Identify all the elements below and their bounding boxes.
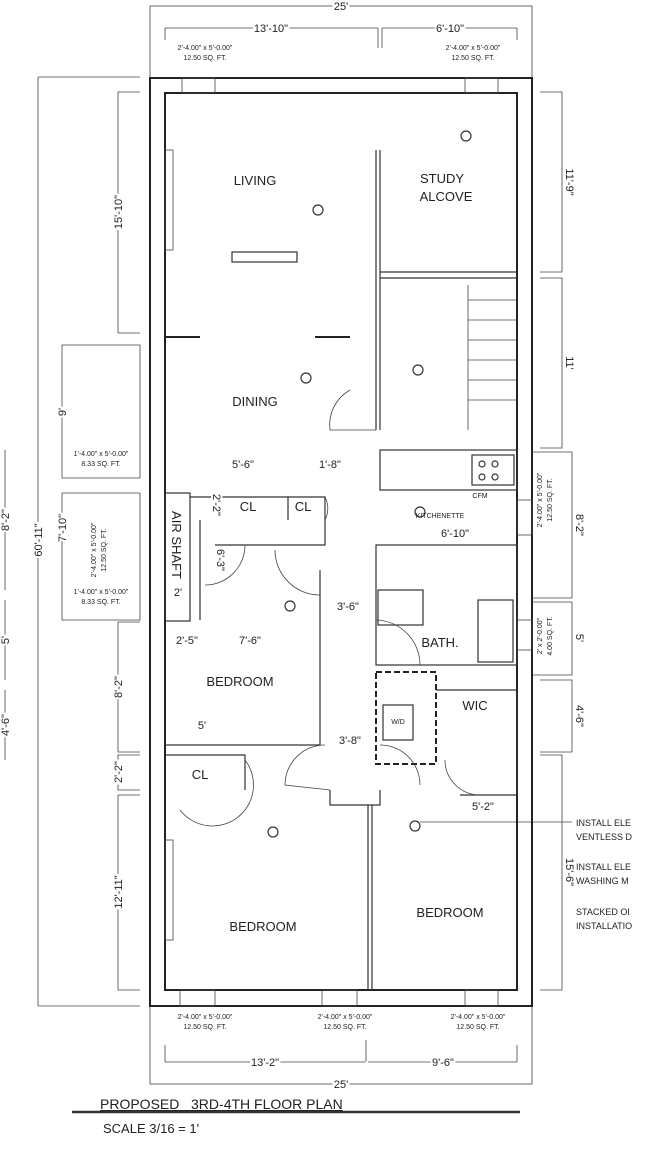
- dim-hall: 3'-6": [337, 601, 359, 613]
- label: 8.33 SQ. FT.: [81, 599, 120, 606]
- label: 12.50 SQ. FT.: [101, 528, 108, 571]
- dim-bedroom: 7'-6": [239, 635, 261, 647]
- dim-shaft-depth: 6'-3": [214, 549, 226, 571]
- room-labels: LIVING STUDY ALCOVE DINING KITCHENETTE C…: [169, 171, 488, 934]
- note-line: WASHING M: [576, 876, 629, 886]
- dim-bottom-total: 25': [334, 1079, 348, 1091]
- note-line: STACKED OI: [576, 907, 630, 917]
- light-icon: [460, 130, 472, 142]
- room-living: LIVING: [234, 173, 277, 188]
- room-bedroom: BEDROOM: [416, 905, 483, 920]
- dim-bedroom: 5': [198, 720, 206, 732]
- note-line: INSTALL ELE: [576, 818, 631, 828]
- light-icon: [267, 826, 279, 838]
- dim-right: 5': [573, 634, 585, 642]
- dim-bottom-right: 9'-6": [432, 1057, 454, 1069]
- dim-closet-depth: 2'-2": [210, 494, 222, 516]
- dim-right: 4'-6": [573, 705, 585, 727]
- light-fixtures: [231, 130, 472, 838]
- label: 2'-4.00" x 5'-0.00": [178, 1014, 233, 1021]
- installation-notes: INSTALL ELE VENTLESS D INSTALL ELE WASHI…: [576, 818, 633, 931]
- label: 2'-4.00" x 5'-0.00": [318, 1014, 373, 1021]
- note-line: VENTLESS D: [576, 832, 633, 842]
- windows: [164, 77, 533, 1007]
- cfm-label: CFM: [472, 493, 487, 500]
- dim-shaft-width: 2': [174, 587, 182, 599]
- dim-left: 2'-2": [113, 761, 125, 783]
- dim-top-right: 6'-10": [436, 23, 464, 35]
- dimension-labels: 25' 13'-10" 6'-10" 13'-2" 9'-6" 25' 60'-…: [0, 0, 587, 1093]
- label: 2'-4.00" x 5'-0.00": [178, 45, 233, 52]
- label: 12.50 SQ. FT.: [456, 1024, 499, 1031]
- dim-right: 15'-6": [563, 858, 575, 886]
- light-icon: [284, 600, 296, 612]
- light-icon: [312, 204, 324, 216]
- dim-top-total: 25': [334, 1, 348, 13]
- dim-kitchen: 6'-10": [441, 528, 469, 540]
- label: 12.50 SQ. FT.: [183, 1024, 226, 1031]
- label: 12.50 SQ. FT.: [183, 55, 226, 62]
- dim-left: 9': [57, 408, 69, 416]
- plan-scale: SCALE 3/16 = 1': [103, 1121, 199, 1136]
- room-bath: BATH.: [421, 635, 458, 650]
- dim-left: 8'-2": [113, 676, 125, 698]
- light-icon: [412, 364, 424, 376]
- room-closet: CL: [192, 767, 209, 782]
- dim-hall: 3'-8": [339, 735, 361, 747]
- room-washer-dryer: W/D: [391, 719, 405, 726]
- dim-closet: 5'-6": [232, 459, 254, 471]
- light-icon: [300, 372, 312, 384]
- dimension-frame: [4, 5, 573, 1085]
- label: 8.33 SQ. FT.: [81, 461, 120, 468]
- dim-far-left: 8'-2": [0, 509, 12, 531]
- label: 4.00 SQ. FT.: [547, 616, 554, 655]
- window-labels: 2'-4.00" x 5'-0.00" 12.50 SQ. FT. 2'-4.0…: [74, 45, 554, 1031]
- walls: [149, 77, 533, 1007]
- label: 1'-4.00" x 5'-0.00": [74, 589, 129, 596]
- label: 2'-4.00" x 5'-0.00": [451, 1014, 506, 1021]
- light-icon: [409, 820, 421, 832]
- room-closet: CL: [240, 499, 257, 514]
- label: 12.50 SQ. FT.: [323, 1024, 366, 1031]
- room-study-1: STUDY: [420, 171, 464, 186]
- room-wic: WIC: [462, 698, 487, 713]
- room-air-shaft: AIR SHAFT: [169, 511, 184, 579]
- note-line: INSTALL ELE: [576, 862, 631, 872]
- label: 2'-4.00" x 5'-0.00": [91, 522, 98, 577]
- light-icon: [414, 506, 426, 518]
- dim-right: 8'-2": [573, 514, 585, 536]
- dim-overall-height: 60'-11": [33, 523, 45, 556]
- dim-left: 15'-10": [113, 195, 125, 229]
- dim-right: 11': [563, 356, 575, 370]
- room-bedroom: BEDROOM: [229, 919, 296, 934]
- room-closet: CL: [295, 499, 312, 514]
- label: 1'-4.00" x 5'-0.00": [74, 451, 129, 458]
- label: 12.50 SQ. FT.: [547, 478, 554, 521]
- dim-top-left: 13'-10": [254, 23, 288, 35]
- dim-far-left: 4'-6": [0, 714, 12, 736]
- room-bedroom: BEDROOM: [206, 674, 273, 689]
- stairs: [467, 285, 517, 430]
- label: 12.50 SQ. FT.: [451, 55, 494, 62]
- dim-wic: 5'-2": [472, 801, 494, 813]
- room-dining: DINING: [232, 394, 278, 409]
- dim-left: 12'-11": [113, 875, 125, 908]
- dim-left: 7'-10": [57, 514, 69, 542]
- plan-title: PROPOSED 3RD-4TH FLOOR PLAN: [100, 1096, 343, 1112]
- label: 2' x 2'-0.00": [537, 617, 544, 654]
- room-study-2: ALCOVE: [420, 189, 473, 204]
- dim-right: 11'-9": [563, 168, 575, 195]
- dim-bedroom: 2'-5": [176, 635, 198, 647]
- radiator-icon: [231, 251, 298, 263]
- label: 2'-4.00" x 5'-0.00": [537, 472, 544, 527]
- label: 2'-4.00" x 5'-0.00": [446, 45, 501, 52]
- dim-closet: 1'-8": [319, 459, 341, 471]
- room-kitchenette: KITCHENETTE: [416, 513, 465, 520]
- note-line: INSTALLATIO: [576, 921, 632, 931]
- dim-far-left: 5': [0, 636, 12, 644]
- dim-bottom-left: 13'-2": [251, 1057, 279, 1069]
